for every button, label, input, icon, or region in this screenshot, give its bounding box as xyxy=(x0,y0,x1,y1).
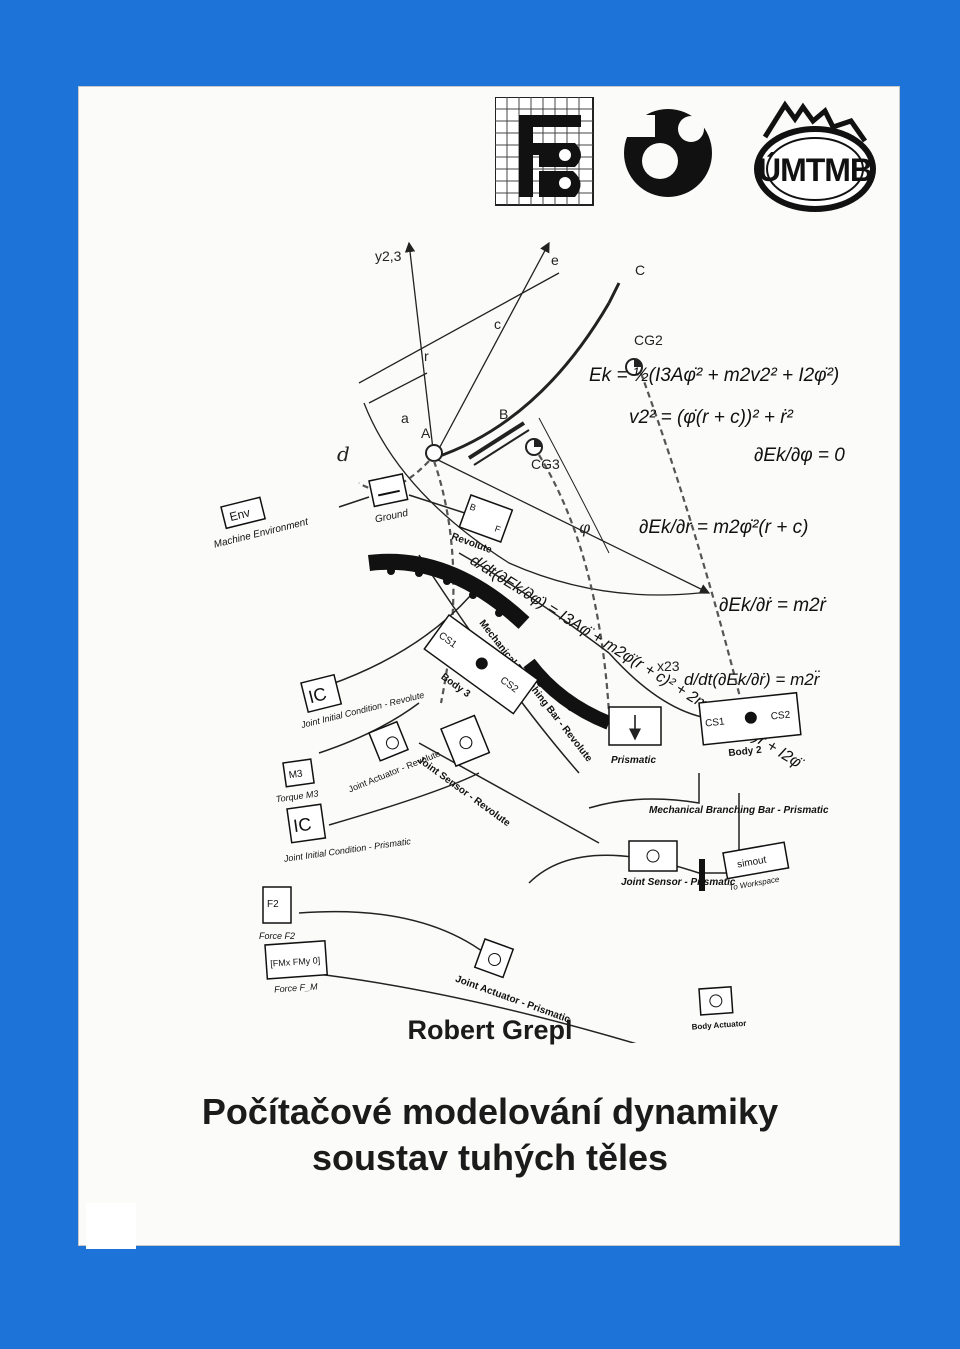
angle-phi: φ xyxy=(579,518,591,537)
dim-d: d xyxy=(337,442,350,466)
equation-kinetic-energy: Ek = ½(I3Aφ̇² + m2v2² + I2φ̇²) xyxy=(589,365,839,386)
force-fm-label: [FMx FMy 0] xyxy=(270,955,321,968)
to-workspace-block xyxy=(722,841,790,880)
force-fm-block xyxy=(264,940,329,980)
branch-nodes xyxy=(387,567,608,723)
simout-label: simout xyxy=(736,855,767,871)
revolute-port-f: F xyxy=(493,524,502,535)
force-f2-block xyxy=(262,886,292,924)
dim-A: A xyxy=(421,425,431,441)
force-f2-caption: Force F2 xyxy=(259,931,295,941)
env-block xyxy=(220,496,267,530)
revolute-port-b: B xyxy=(468,502,477,513)
author-name: Robert Grepl xyxy=(407,1015,573,1045)
mechanism-points xyxy=(425,358,643,462)
ground-caption: Ground xyxy=(374,508,409,526)
revolute-joint-block xyxy=(458,494,514,543)
mech-bar-prismatic-caption: Mechanical Branching Bar - Prismatic xyxy=(649,805,829,816)
body2-port-cs2: CS2 xyxy=(770,710,791,723)
fsi-logo xyxy=(495,97,594,206)
body2-caption: Body 2 xyxy=(728,745,763,759)
torque-m3-caption: Torque M3 xyxy=(275,788,319,804)
equation-lagrange-r: d/dt(∂Ek/∂ṙ) = m2r̈ xyxy=(684,670,821,689)
y-axis-label: y2,3 xyxy=(375,248,402,264)
equation-dEk-dphi: ∂Ek/∂φ = 0 xyxy=(754,445,845,466)
dim-C: C xyxy=(635,262,645,278)
prismatic-caption: Prismatic xyxy=(611,755,656,766)
ic-prismatic-label: IC xyxy=(292,814,313,836)
umtmb-logo-text: ÚMTMB xyxy=(758,152,872,188)
joint-sensor-prismatic-caption: Joint Sensor - Prismatic xyxy=(621,877,736,888)
dim-c: c xyxy=(494,316,501,332)
institution-logos: ÚMTMB xyxy=(495,97,876,212)
equation-dEk-drdot: ∂Ek/∂ṙ = m2ṙ xyxy=(719,595,827,616)
block-wires xyxy=(298,494,780,1043)
dim-e: e xyxy=(551,252,559,268)
ground-block xyxy=(368,473,409,508)
x-axis-label: x23 xyxy=(657,658,680,674)
body2-port-cs1: CS1 xyxy=(705,716,726,729)
book-title-line-2: soustav tuhých těles xyxy=(311,1137,669,1178)
body-actuator-caption: Body Actuator xyxy=(691,1019,746,1032)
book-title: Počítačové modelování dynamiky soustav t… xyxy=(79,1089,899,1181)
ic-prismatic-block xyxy=(286,803,327,844)
force-f2-label: F2 xyxy=(267,899,279,910)
branching-bar-prismatic xyxy=(523,658,612,730)
branching-bar-revolute xyxy=(368,553,530,629)
dim-r: r xyxy=(424,348,429,364)
ic-revolute-block xyxy=(300,673,343,714)
env-block-label: Env xyxy=(228,505,251,524)
dim-B: B xyxy=(499,406,508,422)
dimension-labels: y2,3 x23 a r c e C A B d CG2 CG3 φ xyxy=(337,248,680,674)
equation-dEk-dr: ∂Ek/∂r = m2φ̇²(r + c) xyxy=(639,517,808,538)
cg3-label: CG3 xyxy=(531,456,560,472)
cg2-label: CG2 xyxy=(634,332,663,348)
force-fm-caption: Force F_M xyxy=(274,981,319,994)
joint-actuator-prismatic-block xyxy=(473,938,515,979)
equation-velocity: v2² = (φ̇(r + c))² + ṙ² xyxy=(629,407,794,428)
ic-revolute-label: IC xyxy=(306,683,328,707)
university-logo xyxy=(615,109,712,197)
corner-label-patch xyxy=(86,1203,136,1249)
joint-sensor-revolute-caption: Joint Sensor - Revolute xyxy=(415,755,512,830)
mux-block xyxy=(699,859,705,891)
mechanism-drawing xyxy=(358,241,711,596)
joint-sensor-prismatic-block xyxy=(628,840,678,872)
joint-actuator-revolute-block xyxy=(368,720,410,762)
torque-m3-label: M3 xyxy=(288,768,304,781)
torque-m3-block xyxy=(282,758,315,788)
book-title-line-1: Počítačové modelování dynamiky xyxy=(201,1091,779,1132)
joint-sensor-revolute-block xyxy=(440,714,491,768)
umtmb-logo: ÚMTMB xyxy=(754,100,876,212)
body-actuator-block xyxy=(698,985,734,1016)
cover-page: ÚMTMB xyxy=(78,86,900,1246)
dim-a: a xyxy=(401,410,409,426)
simmechanics-figure: y2,3 x23 a r c e C A B d CG2 CG3 φ Ek = … xyxy=(213,241,845,1043)
